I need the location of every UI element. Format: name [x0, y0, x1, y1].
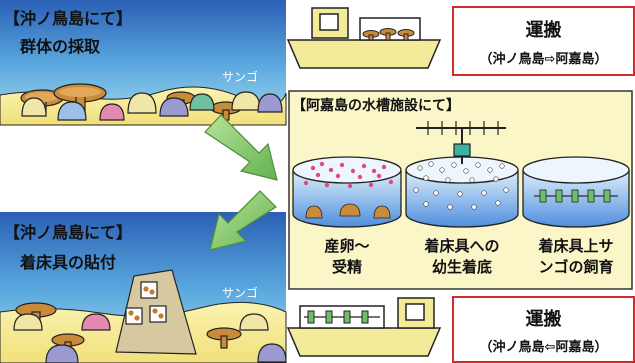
transport-top-route: （沖ノ鳥島⇨阿嘉島） — [479, 52, 608, 67]
mound-coral — [99, 103, 125, 121]
settlement-device — [149, 305, 167, 323]
mound-coral — [189, 93, 215, 111]
transport-bottom-route: （沖ノ鳥島⇦阿嘉島） — [479, 340, 608, 355]
top-scene-title: 【沖ノ鳥島にて】 — [4, 9, 133, 28]
tank-label-spawning: 産卵～ 受精 — [293, 236, 401, 278]
mound-coral — [57, 101, 87, 121]
mound-coral — [81, 313, 111, 331]
tank-label-line: 産卵～ — [324, 237, 370, 255]
tank-rearing — [522, 156, 630, 228]
tank-label-line: 着床具上サ — [538, 237, 614, 255]
bottom-scene-subtitle: 着床具の貼付 — [20, 253, 117, 272]
bottom-boat — [286, 297, 442, 357]
mound-coral — [239, 313, 269, 331]
top-corals — [20, 83, 283, 121]
tank-label-line: 着床具への — [424, 237, 500, 255]
settlement-device — [140, 281, 158, 299]
mound-coral — [159, 97, 189, 117]
top-coral-label: サンゴ — [222, 70, 259, 84]
transport-bottom-title: 運搬 — [525, 309, 562, 330]
transport-box-bottom: 運搬 （沖ノ鳥島⇦阿嘉島） — [452, 296, 635, 363]
transport-top-title: 運搬 — [525, 20, 562, 41]
arrow-to-sea — [209, 190, 277, 251]
table-coral — [206, 327, 242, 349]
facility-title: 【阿嘉島の水槽施設にて】 — [292, 98, 460, 114]
mound-coral — [257, 93, 283, 113]
table-coral — [53, 83, 107, 113]
tank-spawning — [292, 156, 402, 228]
bottom-corals — [13, 269, 287, 363]
bottom-scene-title: 【沖ノ鳥島にて】 — [4, 223, 133, 242]
mound-coral — [21, 97, 47, 117]
top-boat — [286, 7, 442, 69]
bottom-coral-label: サンゴ — [222, 286, 259, 300]
tank-settlement — [405, 121, 519, 228]
arrow-to-facility — [204, 114, 278, 181]
mound-coral — [45, 344, 79, 363]
tank-label-settlement: 着床具への 幼生着底 — [406, 236, 518, 278]
tank-label-line: ンゴの飼育 — [538, 258, 614, 276]
top-scene-subtitle: 群体の採取 — [20, 37, 101, 56]
mound-coral — [13, 313, 43, 331]
tank-label-rearing: 着床具上サ ンゴの飼育 — [523, 236, 629, 278]
settlement-device — [125, 307, 143, 325]
mound-coral — [257, 343, 287, 363]
transport-box-top: 運搬 （沖ノ鳥島⇨阿嘉島） — [452, 6, 635, 76]
mound-coral — [127, 92, 157, 114]
tank-label-line: 幼生着底 — [431, 258, 492, 276]
tank-label-line: 受精 — [331, 258, 362, 276]
